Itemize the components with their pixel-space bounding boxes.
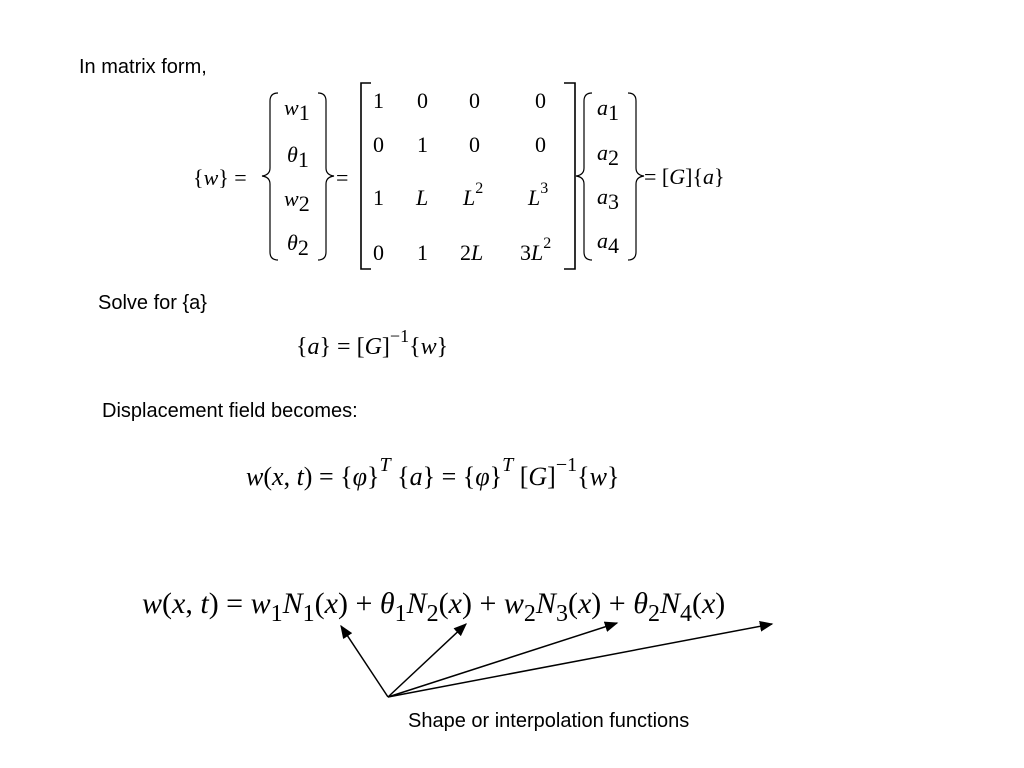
displacement-label: Displacement field becomes:	[102, 400, 358, 422]
g-matrix-cell: 0	[535, 88, 546, 113]
g-matrix-cell: 0	[373, 132, 384, 157]
left-brace	[261, 92, 279, 261]
interpolation-equation: w(x, t) = w1N1(x) + θ1N2(x) + w2N3(x) + …	[142, 587, 725, 627]
g-matrix-cell: 0	[469, 88, 480, 113]
lhs-w-vector: {w} =	[193, 165, 247, 190]
solve-equation: {a} = [G]−1{w}	[296, 326, 448, 360]
matrix-form-equation: {w} = w1 θ1 w2 θ2 = 1 0 0 0 0 1 0 0 1 L …	[193, 82, 725, 270]
w-vector-entry: θ1	[287, 142, 309, 172]
g-matrix-cell: 0	[535, 132, 546, 157]
arrow-to-n2	[387, 623, 467, 698]
w-vector-entry: w1	[284, 95, 310, 125]
equals-sign: =	[336, 165, 348, 190]
g-matrix-cell: 1	[417, 240, 428, 265]
g-matrix-cell: 1	[373, 185, 384, 210]
w-vector-entry: θ2	[287, 230, 309, 260]
g-matrix: 1 0 0 0 0 1 0 0 1 L L2 L3 0 1 2L 3L2	[373, 88, 551, 265]
arrow-to-n3	[387, 621, 619, 698]
g-matrix-cell: L	[415, 185, 428, 210]
g-matrix-right-bracket	[564, 82, 576, 270]
g-matrix-cell: 0	[469, 132, 480, 157]
right-brace	[317, 92, 335, 261]
g-matrix-left-bracket	[360, 82, 371, 270]
solve-label: Solve for {a}	[98, 292, 207, 314]
g-matrix-cell: L2	[462, 180, 483, 210]
a-vector-right-brace	[627, 92, 645, 261]
a-vector-left-brace	[575, 92, 593, 261]
g-matrix-cell: 0	[417, 88, 428, 113]
g-matrix-cell: 0	[373, 240, 384, 265]
arrow-to-n4	[387, 620, 774, 698]
annotation-label: Shape or interpolation functions	[408, 710, 690, 732]
g-matrix-cell: 1	[373, 88, 384, 113]
annotation-arrows	[340, 620, 774, 698]
intro-label: In matrix form,	[79, 56, 207, 78]
a-vector-entry: a1	[597, 95, 619, 125]
arrow-to-n1	[340, 624, 389, 698]
a-vector-entry: a3	[597, 184, 619, 214]
g-matrix-cell: 3L2	[520, 235, 551, 265]
g-matrix-cell: L3	[527, 180, 548, 210]
a-vector-entry: a4	[597, 228, 619, 258]
rhs-g-times-a: = [G]{a}	[644, 164, 725, 189]
a-vector-entry: a2	[597, 140, 619, 170]
displacement-equation: w(x, t) = {φ}T {a} = {φ}T [G]−1{w}	[246, 454, 619, 491]
w-vector-entry: w2	[284, 186, 310, 216]
g-matrix-cell: 1	[417, 132, 428, 157]
g-matrix-cell: 2L	[460, 240, 483, 265]
